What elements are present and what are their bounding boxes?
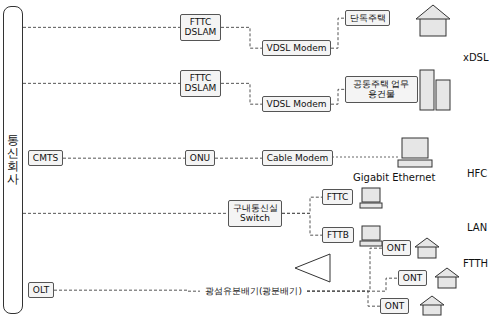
network-link [54,290,200,291]
switch-box: 구내통신실Switch [228,200,282,227]
node-text: ONT [386,243,407,253]
network-link [23,213,228,214]
house-box: 단독주택 [345,10,390,26]
building-box: 공동주택 업무용건물 [345,76,418,103]
node-text: Switch [232,213,278,223]
network-link [307,291,380,306]
network-link [63,158,185,159]
network-link [282,213,322,235]
network-link [282,197,322,213]
cable-wire [324,157,398,158]
node-text: ONU [189,153,211,163]
node-text: Cable Modem [266,153,329,163]
network-link [221,83,262,104]
node-text: FTTC [326,192,349,202]
node-text: FTTC [184,17,217,27]
node-text: VDSL Modem [266,43,327,53]
node-text: ONT [402,273,423,283]
olt-box: OLT [28,282,54,298]
node-text: FTTB [326,230,350,240]
access-type: HFC [466,168,488,179]
fttc-box: FTTC [322,189,353,205]
ont-box: ONT [380,298,409,314]
node-text: DSLAM [184,27,217,37]
house-icon [416,5,450,36]
dslam-box: FTTCDSLAM [180,70,221,97]
node-text: 구내통신실 [232,203,278,213]
dslam-box: FTTCDSLAM [180,14,221,41]
ont-box: ONT [382,240,411,256]
network-link [307,278,398,291]
fttb-box: FTTB [322,227,354,243]
network-link [23,83,180,84]
pc-icon [398,138,432,167]
network-link [23,27,180,28]
modem-box: Cable Modem [262,150,333,166]
node-text: 통신회사 [7,134,19,187]
splitter-triangle [295,254,330,282]
building-icon [420,70,450,110]
access-type: FTTH [462,258,489,269]
company-band: 통신회사 [3,6,23,314]
access-type: xDSL [462,52,490,63]
node-text: 광섬유분배기(광분배기) [203,286,304,296]
network-link [331,18,345,48]
onu-box: ONU [185,150,215,166]
network-link [331,89,345,104]
node-text: CMTS [32,153,59,163]
splitter-label: 광섬유분배기(광분배기) [200,284,307,298]
modem-box: VDSL Modem [262,40,331,56]
node-text: 공동주택 업무용건물 [349,79,413,100]
cmts-box: CMTS [28,150,63,166]
node-text: ONT [384,301,405,311]
network-link [307,248,382,291]
computer-icon [360,188,382,246]
link-label: Gigabit Ethernet [352,172,436,183]
node-text: DSLAM [184,83,217,93]
node-text: 단독주택 [349,13,386,23]
node-text: FTTC [184,73,217,83]
modem-box: VDSL Modem [262,96,331,112]
node-text: VDSL Modem [266,99,327,109]
node-text: OLT [32,285,50,295]
ont-box: ONT [398,270,427,286]
access-type: LAN [466,222,488,233]
network-link [215,158,262,159]
network-link [221,27,262,48]
